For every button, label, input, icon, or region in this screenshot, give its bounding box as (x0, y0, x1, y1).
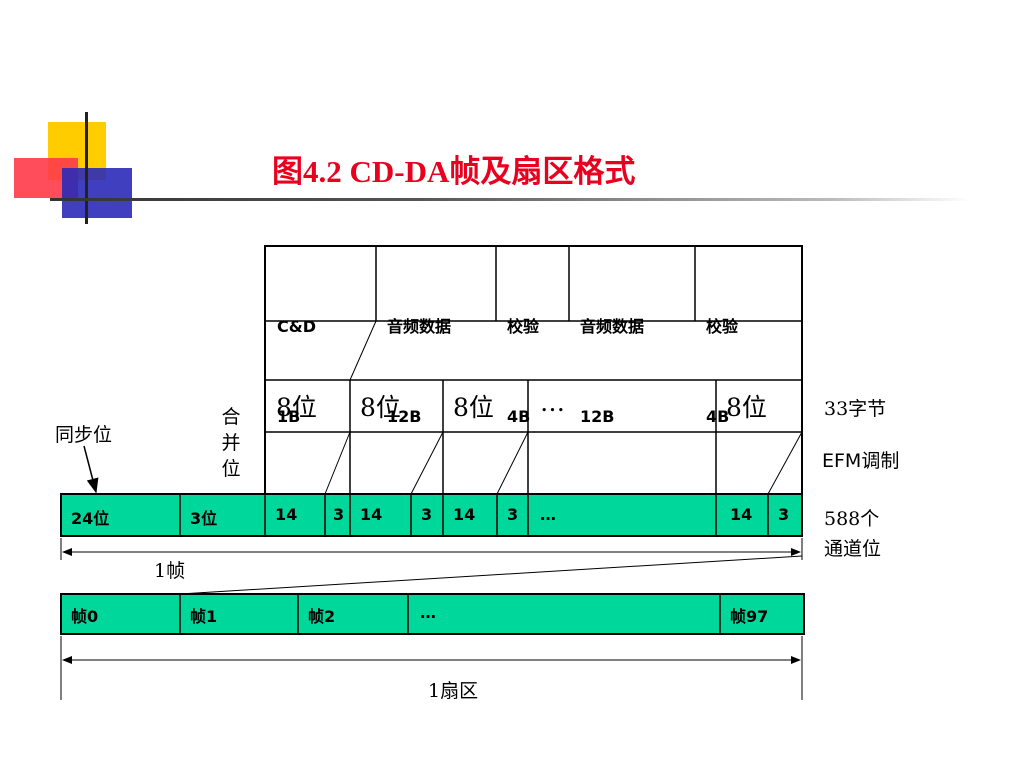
label-channel-bits: 通道位 (824, 538, 882, 560)
top-cell-size: 4B (507, 407, 531, 426)
top-cell-size: 4B (706, 407, 730, 426)
top-cell-size: 1B (277, 407, 301, 426)
top-cell-name: 校验 (507, 317, 540, 336)
top-cell-audio-1: 音频数据 12B (387, 252, 451, 462)
label-one-frame: 1帧 (154, 560, 186, 582)
frame-cell-control: 3位 (190, 509, 218, 528)
sector-cell-frame97: 帧97 (730, 607, 769, 626)
top-cell-name: 音频数据 (387, 317, 452, 336)
sector-cell-frame0: 帧0 (71, 607, 99, 626)
label-efm: EFM调制 (822, 450, 900, 472)
label-588: 588个 (824, 508, 880, 530)
top-cell-cd: C&D 1B (277, 252, 316, 462)
frame-cell-3: 3 (333, 505, 345, 524)
frame-cell-3: 3 (507, 505, 519, 524)
label-sync-bits: 同步位 (55, 424, 113, 446)
top-cell-size: 12B (580, 407, 615, 426)
label-one-sector: 1扇区 (428, 680, 479, 702)
top-cell-size: 12B (387, 407, 422, 426)
byte-cell: 8位 (360, 393, 401, 422)
sector-cell-frame1: 帧1 (190, 607, 218, 626)
frame-cell-14: 14 (275, 505, 298, 524)
top-cell-check-1: 校验 4B (507, 252, 539, 462)
decor-vertical-line (85, 112, 88, 224)
byte-cell: 8位 (276, 393, 317, 422)
label-merge-bits: 合 并 位 (220, 404, 242, 482)
sector-cell-frame2: 帧2 (308, 607, 336, 626)
frame-cell-14: 14 (360, 505, 383, 524)
sector-cell-ellipsis: … (420, 603, 436, 622)
top-cell-name: 音频数据 (580, 317, 645, 336)
merge-char: 合 (221, 406, 241, 428)
top-cell-check-2: 校验 4B (706, 252, 738, 462)
frame-cell-ellipsis: … (540, 505, 556, 524)
byte-cell: 8位 (453, 393, 494, 422)
frame-cell-14: 14 (730, 505, 753, 524)
byte-cell-ellipsis: … (540, 388, 565, 417)
merge-char: 位 (221, 458, 241, 480)
frame-cell-3: 3 (778, 505, 790, 524)
merge-char: 并 (221, 432, 241, 454)
top-cell-name: 校验 (706, 317, 739, 336)
decor-blue-square (62, 168, 132, 218)
top-cell-audio-2: 音频数据 12B (580, 252, 644, 462)
byte-cell: 8位 (726, 393, 767, 422)
frame-cell-sync: 24位 (71, 509, 110, 528)
top-cell-name: C&D (277, 317, 316, 336)
decor-horizontal-rule (50, 198, 970, 201)
page-title: 图4.2 CD-DA帧及扇区格式 (272, 154, 636, 189)
label-33-bytes: 33字节 (824, 398, 887, 420)
frame-cell-14: 14 (453, 505, 476, 524)
frame-cell-3: 3 (421, 505, 433, 524)
